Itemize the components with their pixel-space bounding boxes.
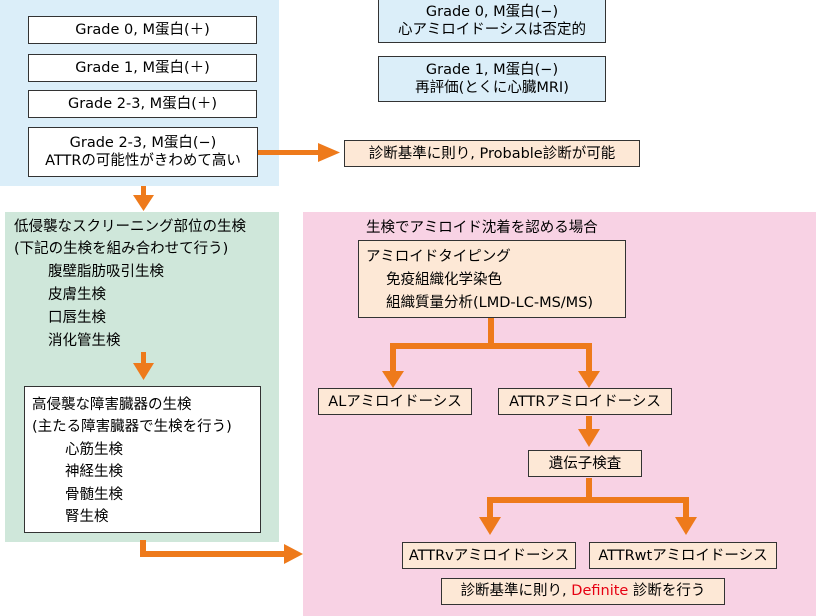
grade23-negative-line2: ATTRの可能性がきわめて高い	[45, 153, 241, 169]
screening-item: 腹壁脂肪吸引生検	[48, 264, 164, 280]
screening-item: 口唇生検	[48, 310, 106, 326]
invasive-biopsy-box	[24, 386, 261, 533]
invasive-item: 骨髄生検	[65, 487, 123, 503]
definite-highlight: Definite	[571, 583, 629, 599]
grade23-mprotein-negative-box: Grade 2-3, M蛋白(−) ATTRの可能性がきわめて高い	[28, 127, 258, 177]
typing-line1: アミロイドタイピング	[366, 249, 511, 265]
grade0-negative-line2: 心アミロイドーシスは否定的	[398, 22, 586, 38]
attrv-amyloidosis-label: ATTRvアミロイドーシス	[408, 547, 570, 564]
grade0-positive-label: Grade 0, M蛋白(＋)	[75, 22, 210, 38]
grade1-mprotein-negative-box: Grade 1, M蛋白(−) 再評価(とくに心臓MRI)	[378, 56, 606, 102]
arrow-to-probable-head	[318, 143, 340, 162]
grade1-positive-label: Grade 1, M蛋白(＋)	[75, 60, 210, 76]
genetic-test-label: 遺伝子検査	[548, 455, 622, 472]
invasive-item: 腎生検	[65, 509, 109, 525]
attrwt-amyloidosis-label: ATTRwtアミロイドーシス	[598, 547, 768, 564]
amyloid-typing-box	[358, 240, 626, 318]
grade0-negative-line1: Grade 0, M蛋白(−)	[425, 4, 559, 20]
arrow-invasive-down	[140, 540, 146, 557]
grade1-mprotein-positive-box: Grade 1, M蛋白(＋)	[28, 54, 257, 82]
invasive-heading-line1: 高侵襲な障害臓器の生検	[32, 397, 192, 413]
invasive-heading-line2: (主たる障害臓器で生検を行う)	[32, 419, 232, 435]
typing-line3: 組織質量分析(LMD-LC-MS/MS)	[386, 295, 594, 311]
al-amyloidosis-label: ALアミロイドーシス	[328, 393, 462, 410]
attr-amyloidosis-box: ATTRアミロイドーシス	[498, 388, 672, 415]
arrow-down-head	[133, 195, 154, 211]
genetic-test-box: 遺伝子検査	[528, 450, 642, 477]
invasive-item: 神経生検	[65, 464, 123, 480]
grade0-mprotein-positive-box: Grade 0, M蛋白(＋)	[28, 16, 257, 44]
grade1-negative-line2: 再評価(とくに心臓MRI)	[415, 80, 569, 96]
arrow-invasive-right	[140, 551, 286, 557]
attrwt-amyloidosis-box: ATTRwtアミロイドーシス	[589, 542, 777, 569]
screening-item: 消化管生検	[48, 333, 121, 349]
screening-heading-line2: (下記の生検を組み合わせて行う)	[14, 241, 229, 257]
invasive-item: 心筋生検	[65, 442, 123, 458]
grade23-mprotein-positive-box: Grade 2-3, M蛋白(＋)	[28, 90, 257, 118]
al-amyloidosis-box: ALアミロイドーシス	[318, 388, 472, 415]
typing-line2: 免疫組織化学染色	[386, 272, 502, 288]
attrv-amyloidosis-box: ATTRvアミロイドーシス	[402, 542, 576, 569]
probable-diagnosis-box: 診断基準に則り, Probable診断が可能	[344, 140, 640, 167]
arrow-down-shaft	[141, 186, 146, 197]
probable-diagnosis-label: 診断基準に則り, Probable診断が可能	[368, 145, 616, 162]
grade23-positive-label: Grade 2-3, M蛋白(＋)	[67, 96, 218, 112]
definite-prefix: 診断基準に則り,	[460, 583, 572, 599]
grade0-mprotein-negative-box: Grade 0, M蛋白(−) 心アミロイドーシスは否定的	[378, 0, 606, 43]
grade1-negative-line1: Grade 1, M蛋白(−)	[425, 62, 559, 78]
amyloid-heading: 生検でアミロイド沈着を認める場合	[366, 220, 598, 236]
attr-amyloidosis-label: ATTRアミロイドーシス	[509, 393, 661, 410]
screening-item: 皮膚生検	[48, 287, 106, 303]
definite-diagnosis-box: 診断基準に則り, Definite 診断を行う	[441, 578, 725, 605]
definite-suffix: 診断を行う	[628, 583, 706, 599]
arrow-invasive-head	[284, 544, 303, 564]
screening-heading-line1: 低侵襲なスクリーニング部位の生検	[14, 219, 246, 235]
grade23-negative-line1: Grade 2-3, M蛋白(−)	[69, 135, 217, 151]
